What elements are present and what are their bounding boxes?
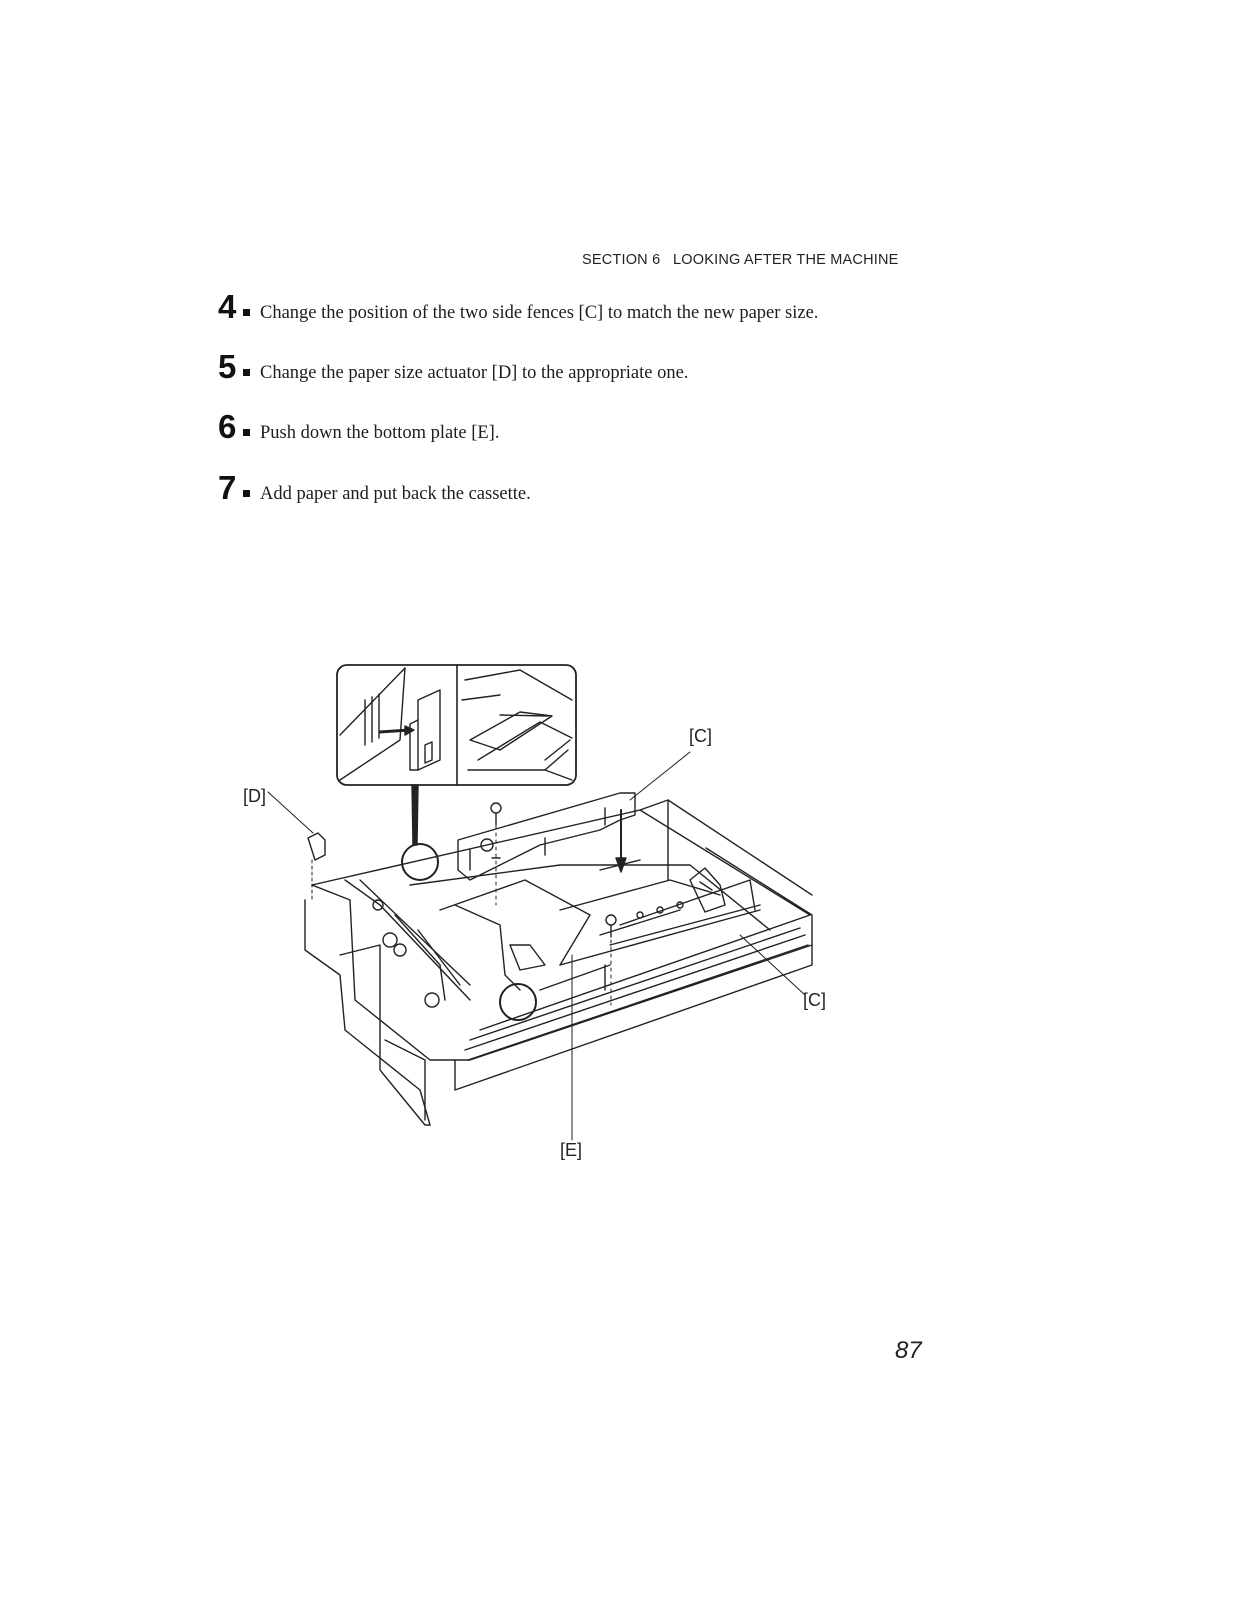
callout-e: [E]: [560, 1140, 583, 1160]
step-number: 5: [218, 348, 237, 385]
step-bullet: [243, 490, 250, 497]
step-5: 5 Change the paper size actuator [D] to …: [218, 348, 688, 388]
inset-detail-panels: [336, 664, 577, 786]
callout-d: [D]: [243, 786, 267, 806]
step-number: 7: [218, 469, 237, 506]
paper-cassette: [304, 792, 813, 1126]
page-number: 87: [895, 1337, 922, 1364]
step-bullet: [243, 309, 250, 316]
inset-pointer: [411, 784, 419, 846]
screw-left: [490, 802, 502, 906]
step-bullet: [243, 429, 250, 436]
step-number: 6: [218, 408, 237, 445]
step-6: 6 Push down the bottom plate [E].: [218, 408, 499, 448]
callout-leaders: [267, 751, 806, 1141]
callout-c-top: [C]: [689, 726, 713, 746]
detail-circle-rear: [401, 843, 439, 881]
callout-c-right: [C]: [803, 990, 827, 1010]
step-text: Push down the bottom plate [E].: [260, 423, 500, 443]
step-number: 4: [218, 288, 237, 325]
section-header: SECTION 6 LOOKING AFTER THE MACHINE: [582, 252, 899, 268]
step-bullet: [243, 369, 250, 376]
screw-right: [605, 914, 617, 1006]
paper-size-actuator: [307, 832, 326, 901]
fence-arrow: [615, 809, 627, 873]
detail-circle-front: [499, 983, 537, 1021]
step-text: Change the paper size actuator [D] to th…: [260, 363, 689, 383]
step-7: 7 Add paper and put back the cassette.: [218, 469, 531, 509]
step-text: Add paper and put back the cassette.: [260, 484, 531, 504]
step-4: 4 Change the position of the two side fe…: [218, 288, 818, 328]
step-text: Change the position of the two side fenc…: [260, 303, 819, 323]
